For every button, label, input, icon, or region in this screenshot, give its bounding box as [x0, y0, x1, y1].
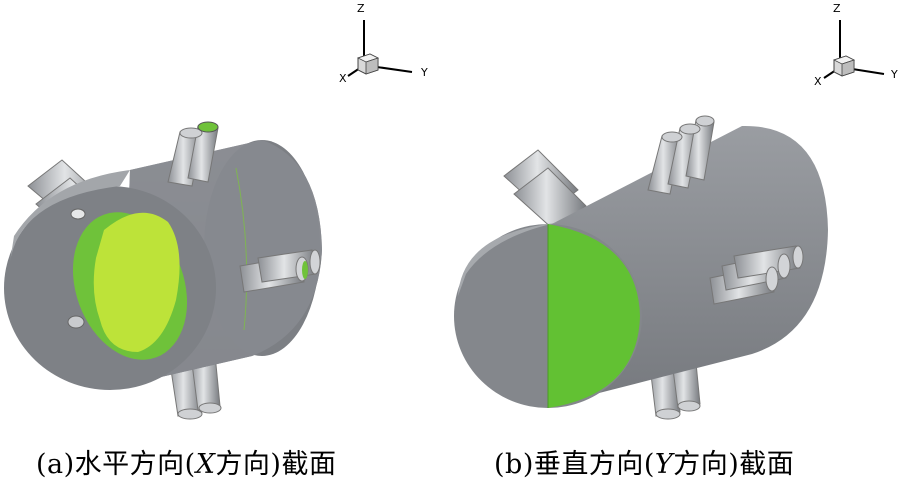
caption-a-pre: (a)水平方向( [36, 449, 196, 480]
caption-a-post: 方向)截面 [215, 449, 337, 480]
caption-b-pre: (b)垂直方向( [494, 449, 655, 480]
nozzle-right-b [709, 245, 804, 305]
axis-label-y: Y [421, 66, 428, 79]
caption-a: (a)水平方向(X方向)截面 [36, 449, 336, 481]
axis-triad-a [347, 20, 413, 77]
nozzle-top-b [647, 115, 715, 195]
render-a [4, 20, 413, 420]
axis-label-y: Y [891, 68, 898, 81]
nozzle-left-b [503, 149, 587, 231]
axis-triad-b [823, 20, 885, 79]
axis-label-x: X [339, 72, 347, 85]
caption-b-var: Y [654, 449, 674, 480]
panel-a-horizontal-section: Z X Y (a)水平方向(X方向)截面 [0, 0, 450, 493]
caption-b: (b)垂直方向(Y方向)截面 [494, 449, 794, 481]
nozzle-right-a [239, 249, 321, 293]
nozzle-top-a [167, 121, 219, 187]
render-b [454, 20, 885, 420]
axis-label-x: X [814, 75, 822, 88]
caption-a-var: X [195, 449, 216, 480]
axis-label-z: Z [833, 2, 841, 15]
caption-b-post: 方向)截面 [673, 449, 795, 480]
panel-b-vertical-section: Z X Y (b)垂直方向(Y方向)截面 [452, 0, 902, 493]
cross-section-horizontal [72, 212, 188, 360]
axis-label-z: Z [357, 2, 365, 15]
cross-section-vertical [547, 224, 640, 408]
